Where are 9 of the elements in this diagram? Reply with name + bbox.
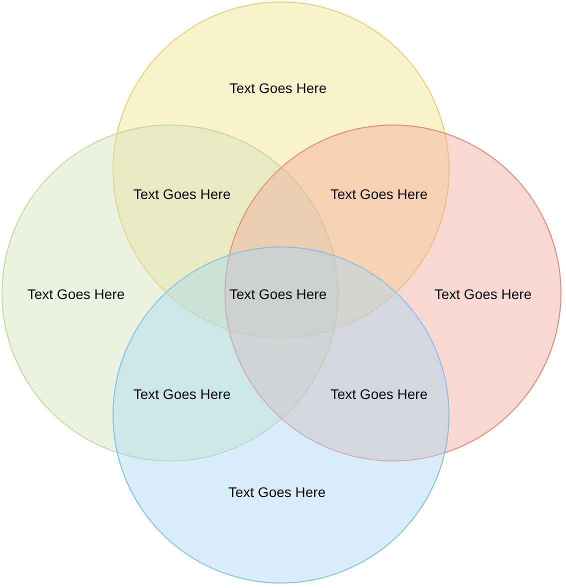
overlap-text: Text Goes Here [330,186,428,202]
overlap-text: Text Goes Here [133,386,231,402]
region-text: Text Goes Here [229,80,327,96]
overlap-text: Text Goes Here [330,386,428,402]
region-text: Text Goes Here [27,286,125,302]
region-text: Text Goes Here [228,484,326,500]
region-text: Text Goes Here [434,286,532,302]
overlap-text: Text Goes Here [229,286,327,302]
overlap-text: Text Goes Here [133,186,231,202]
